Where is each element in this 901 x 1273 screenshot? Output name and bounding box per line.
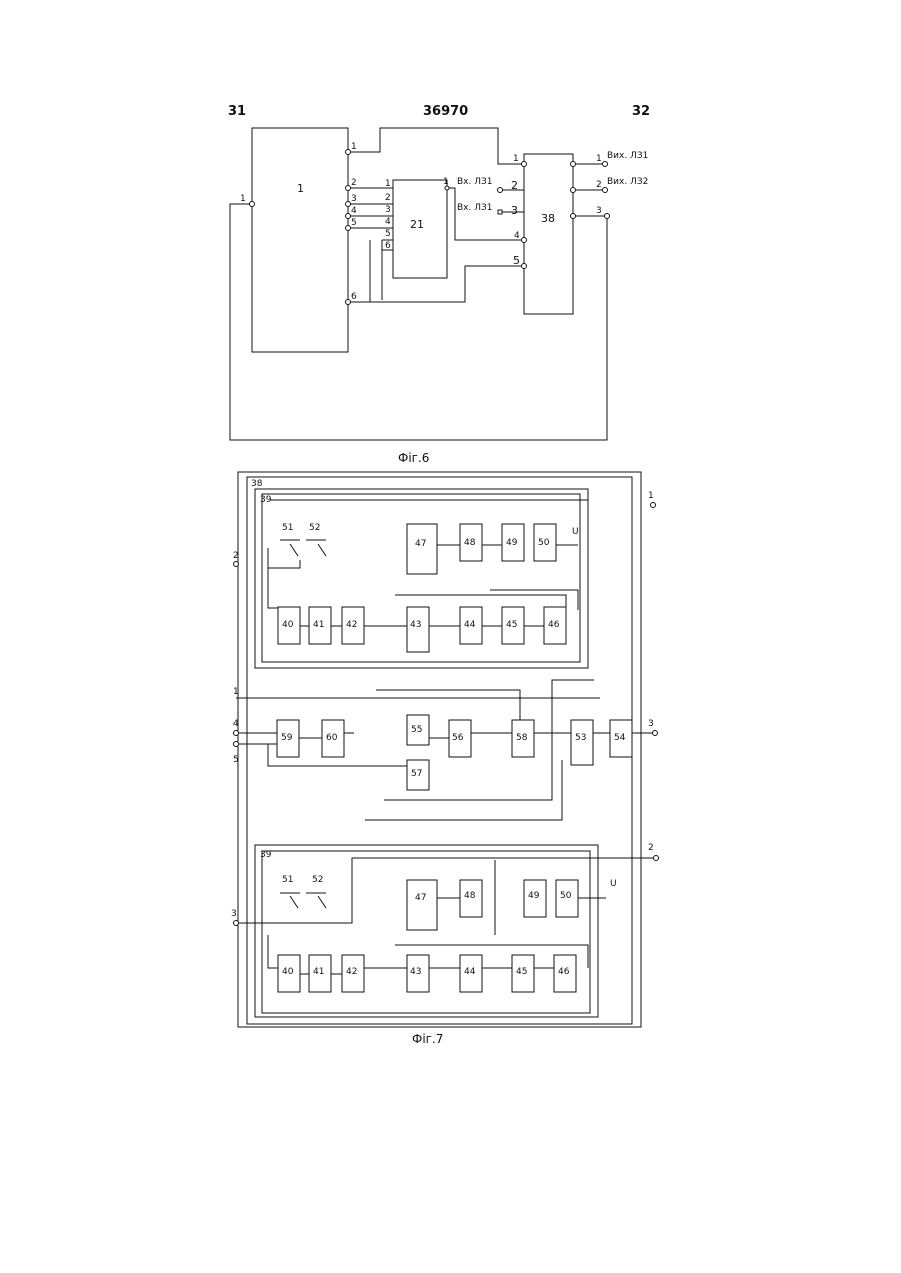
svg-text:3: 3 — [511, 204, 518, 217]
svg-text:2: 2 — [233, 551, 239, 561]
svg-text:1: 1 — [351, 142, 357, 152]
svg-text:2: 2 — [351, 178, 357, 188]
svg-text:45: 45 — [516, 967, 527, 977]
svg-text:41: 41 — [313, 967, 324, 977]
svg-text:57: 57 — [411, 769, 422, 779]
fig7-caption: Фіг.7 — [412, 1032, 443, 1046]
svg-text:1: 1 — [240, 194, 246, 204]
svg-text:4: 4 — [514, 231, 520, 241]
svg-text:1: 1 — [513, 154, 519, 164]
fig7-bottom-blocks: 40 41 42 43 44 45 46 47 48 49 50 51 52 U — [236, 858, 656, 992]
svg-text:3: 3 — [596, 206, 602, 216]
svg-text:41: 41 — [313, 620, 324, 630]
figure-6: 1 21 38 123 456 1 123 456 — [230, 128, 648, 440]
fig7-u-bottom: U — [610, 879, 617, 889]
svg-text:47: 47 — [415, 893, 426, 903]
svg-text:56: 56 — [452, 733, 464, 743]
svg-text:4: 4 — [233, 719, 239, 729]
svg-text:48: 48 — [464, 538, 476, 548]
svg-text:45: 45 — [506, 620, 517, 630]
svg-text:3: 3 — [351, 194, 357, 204]
fig6-block-38-label: 38 — [541, 212, 555, 225]
svg-text:1: 1 — [596, 154, 602, 164]
svg-text:48: 48 — [464, 891, 476, 901]
svg-text:49: 49 — [528, 891, 540, 901]
fig6-block-21-label: 21 — [410, 218, 424, 231]
svg-text:42: 42 — [346, 967, 357, 977]
svg-text:53: 53 — [575, 733, 586, 743]
svg-text:4: 4 — [351, 206, 357, 216]
svg-text:3: 3 — [648, 719, 654, 729]
fig6-label-out-2: Вих. ЛЗ2 — [607, 177, 648, 187]
svg-text:5: 5 — [351, 218, 357, 228]
svg-text:51: 51 — [282, 875, 293, 885]
svg-text:46: 46 — [548, 620, 560, 630]
fig6-block-38 — [524, 154, 573, 314]
svg-text:52: 52 — [312, 875, 323, 885]
svg-text:1: 1 — [385, 179, 391, 189]
svg-text:46: 46 — [558, 967, 570, 977]
svg-text:2: 2 — [596, 180, 602, 190]
figure-7: 38 39 39 40 41 42 43 44 45 46 47 48 49 5… — [231, 472, 659, 1027]
svg-text:5: 5 — [513, 254, 520, 267]
svg-text:1: 1 — [233, 687, 239, 697]
fig6-caption: Фіг.6 — [398, 451, 429, 465]
fig7-subunit-top-label: 39 — [260, 495, 272, 505]
svg-text:4: 4 — [385, 217, 391, 227]
fig7-subunit-bottom-label: 39 — [260, 850, 272, 860]
svg-text:1: 1 — [648, 491, 654, 501]
svg-text:6: 6 — [351, 292, 357, 302]
fig6-label-in-2: Вх. ЛЗ1 — [457, 203, 493, 213]
svg-text:49: 49 — [506, 538, 518, 548]
fig7-top-blocks: 40 41 42 43 44 45 46 47 48 49 50 51 52 U — [268, 500, 588, 652]
svg-text:5: 5 — [233, 755, 239, 765]
svg-text:40: 40 — [282, 967, 294, 977]
svg-text:47: 47 — [415, 539, 426, 549]
svg-text:43: 43 — [410, 967, 421, 977]
svg-text:51: 51 — [282, 523, 293, 533]
svg-text:50: 50 — [538, 538, 550, 548]
fig6-block-1 — [252, 128, 348, 352]
svg-text:44: 44 — [464, 620, 476, 630]
svg-text:3: 3 — [385, 205, 391, 215]
svg-text:50: 50 — [560, 891, 572, 901]
svg-text:52: 52 — [309, 523, 320, 533]
svg-text:2: 2 — [385, 193, 391, 203]
svg-text:6: 6 — [385, 241, 391, 251]
fig7-outer-label: 38 — [251, 479, 263, 489]
svg-text:59: 59 — [281, 733, 293, 743]
svg-text:5: 5 — [385, 229, 391, 239]
svg-text:2: 2 — [648, 843, 654, 853]
svg-text:1: 1 — [443, 177, 449, 187]
svg-text:54: 54 — [614, 733, 626, 743]
svg-text:43: 43 — [410, 620, 421, 630]
svg-text:55: 55 — [411, 725, 422, 735]
svg-text:40: 40 — [282, 620, 294, 630]
fig6-label-out-1: Вих. ЛЗ1 — [607, 151, 648, 161]
svg-text:2: 2 — [511, 179, 518, 192]
svg-text:3: 3 — [231, 909, 237, 919]
fig7-u-top: U — [572, 527, 579, 537]
svg-text:60: 60 — [326, 733, 338, 743]
fig6-block-1-label: 1 — [297, 182, 304, 195]
fig6-label-in-1: Вх. ЛЗ1 — [457, 177, 493, 187]
fig7-middle-blocks: 59 60 55 56 57 58 53 54 — [236, 680, 655, 820]
svg-text:42: 42 — [346, 620, 357, 630]
svg-text:58: 58 — [516, 733, 528, 743]
svg-text:44: 44 — [464, 967, 476, 977]
